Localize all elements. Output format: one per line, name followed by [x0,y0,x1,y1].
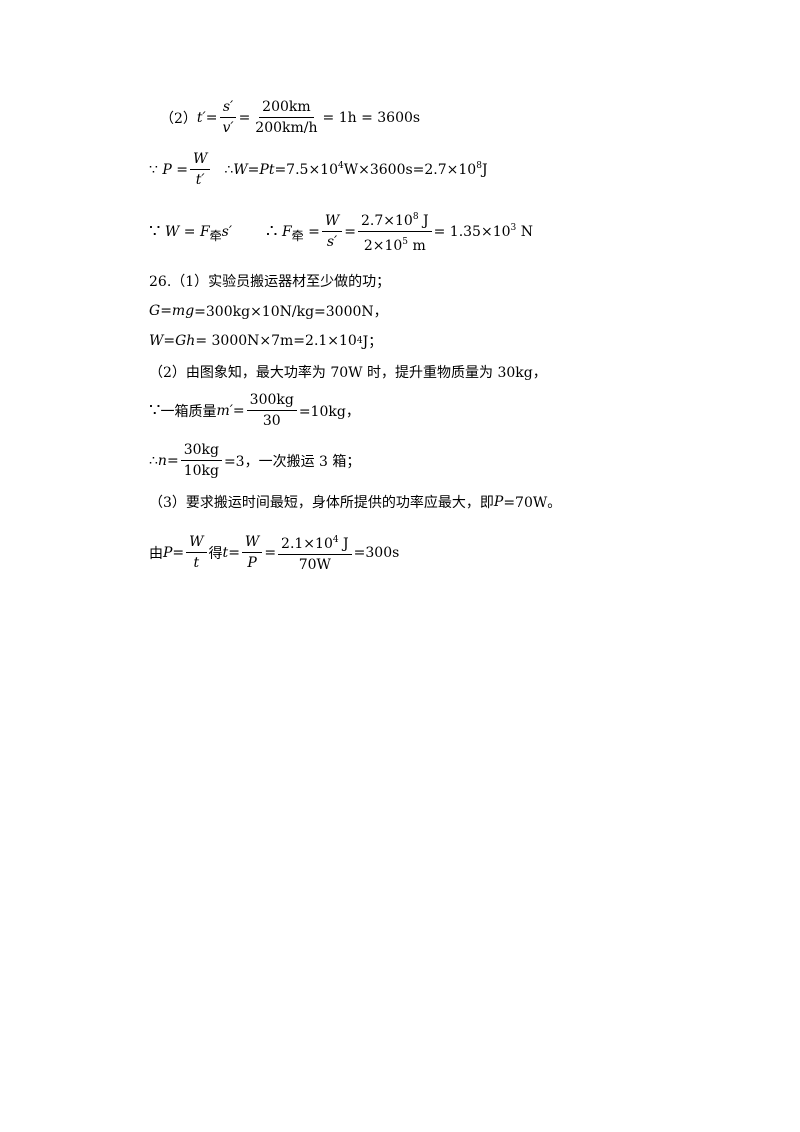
part2-text: （2）由图象知，最大功率为 70W 时，提升重物质量为 30kg， [149,365,547,381]
force-result: = 1.35×103 N [433,223,533,240]
gravity-line: G=mg=300kg×10N/kg=3000N， [149,303,388,320]
part3-text: （3）要求搬运时间最短，身体所提供的功率应最大，即 P=70W。 [149,494,562,511]
box-mass-line: ∵一箱质量 m′= 300kg 30 =10kg， [149,391,360,430]
fraction-time-calc: 2.1×104 J 70W [278,531,352,574]
work-value: =7.5×104W×3600s=2.7×108J [274,161,488,178]
fraction-distance-over-speed: 200km 200km/h [255,99,318,136]
fraction-box-count: 30kg 10kg [180,441,222,480]
box-count-line: ∴n= 30kg 10kg =3，一次搬运 3 箱； [149,441,361,480]
q26-title: 26.（1）实验员搬运器材至少做的功； [149,274,391,290]
fraction-box-mass: 300kg 30 [246,391,297,430]
formula-time: （2） t′= s′v′ = 200km 200km/h = 1h = 3600… [160,98,421,137]
time-answer: =300s [353,544,400,561]
fraction-force-calc: 2.7×108 J 2×105 m [358,208,432,255]
part-label: （2） [160,110,197,127]
time-result: = 1h = 3600s [322,109,421,126]
fraction-s-over-v: s′v′ [219,98,237,137]
